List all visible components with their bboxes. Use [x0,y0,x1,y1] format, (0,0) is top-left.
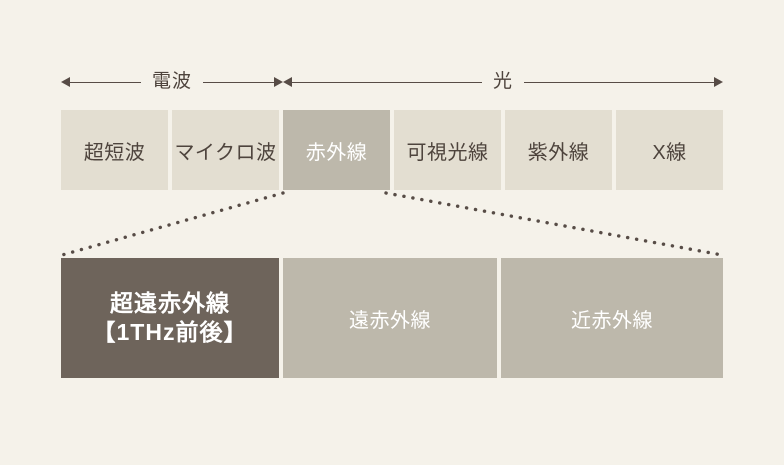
arrow-line [203,81,275,83]
spectrum-segment-infrared: 赤外線 [283,110,390,190]
spectrum-band: 超短波 マイクロ波 赤外線 可視光線 紫外線 X線 [61,110,723,190]
infrared-subdivision-label: 近赤外線 [571,309,653,332]
arrow-head-right-icon [274,77,284,87]
range-arrow-light: 光 [283,62,724,102]
arrow-line [70,81,141,83]
infrared-subdivision-label: 遠赤外線 [349,309,431,332]
infrared-subdivision-sublabel: 【1THz前後】 [92,319,248,345]
infrared-detail-band: 超遠赤外線 【1THz前後】 遠赤外線 近赤外線 [61,258,723,378]
spectrum-segment-chotanpa: 超短波 [61,110,168,190]
range-label-light: 光 [493,70,514,92]
arrow-line [524,81,715,83]
spectrum-segment-ultraviolet: 紫外線 [505,110,612,190]
range-label-radio: 電波 [152,70,193,92]
range-arrow-radio: 電波 [61,62,284,102]
infrared-subdivision-label: 超遠赤外線 [110,289,230,316]
spectrum-segment-visible-light: 可視光線 [394,110,501,190]
infrared-subdivision-near: 近赤外線 [501,258,723,378]
range-arrows-row: 電波 光 [0,62,784,102]
arrow-line [292,81,482,83]
spectrum-segment-xray: X線 [616,110,723,190]
infrared-subdivision-ultra-far: 超遠赤外線 【1THz前後】 [61,258,279,378]
connector-line-left [60,191,285,257]
infrared-subdivision-far: 遠赤外線 [283,258,497,378]
arrow-head-right-icon [714,77,724,87]
arrow-head-left-icon [283,77,292,87]
spectrum-segment-microwave: マイクロ波 [172,110,279,190]
arrow-head-left-icon [61,77,70,87]
connector-line-right [384,191,724,257]
